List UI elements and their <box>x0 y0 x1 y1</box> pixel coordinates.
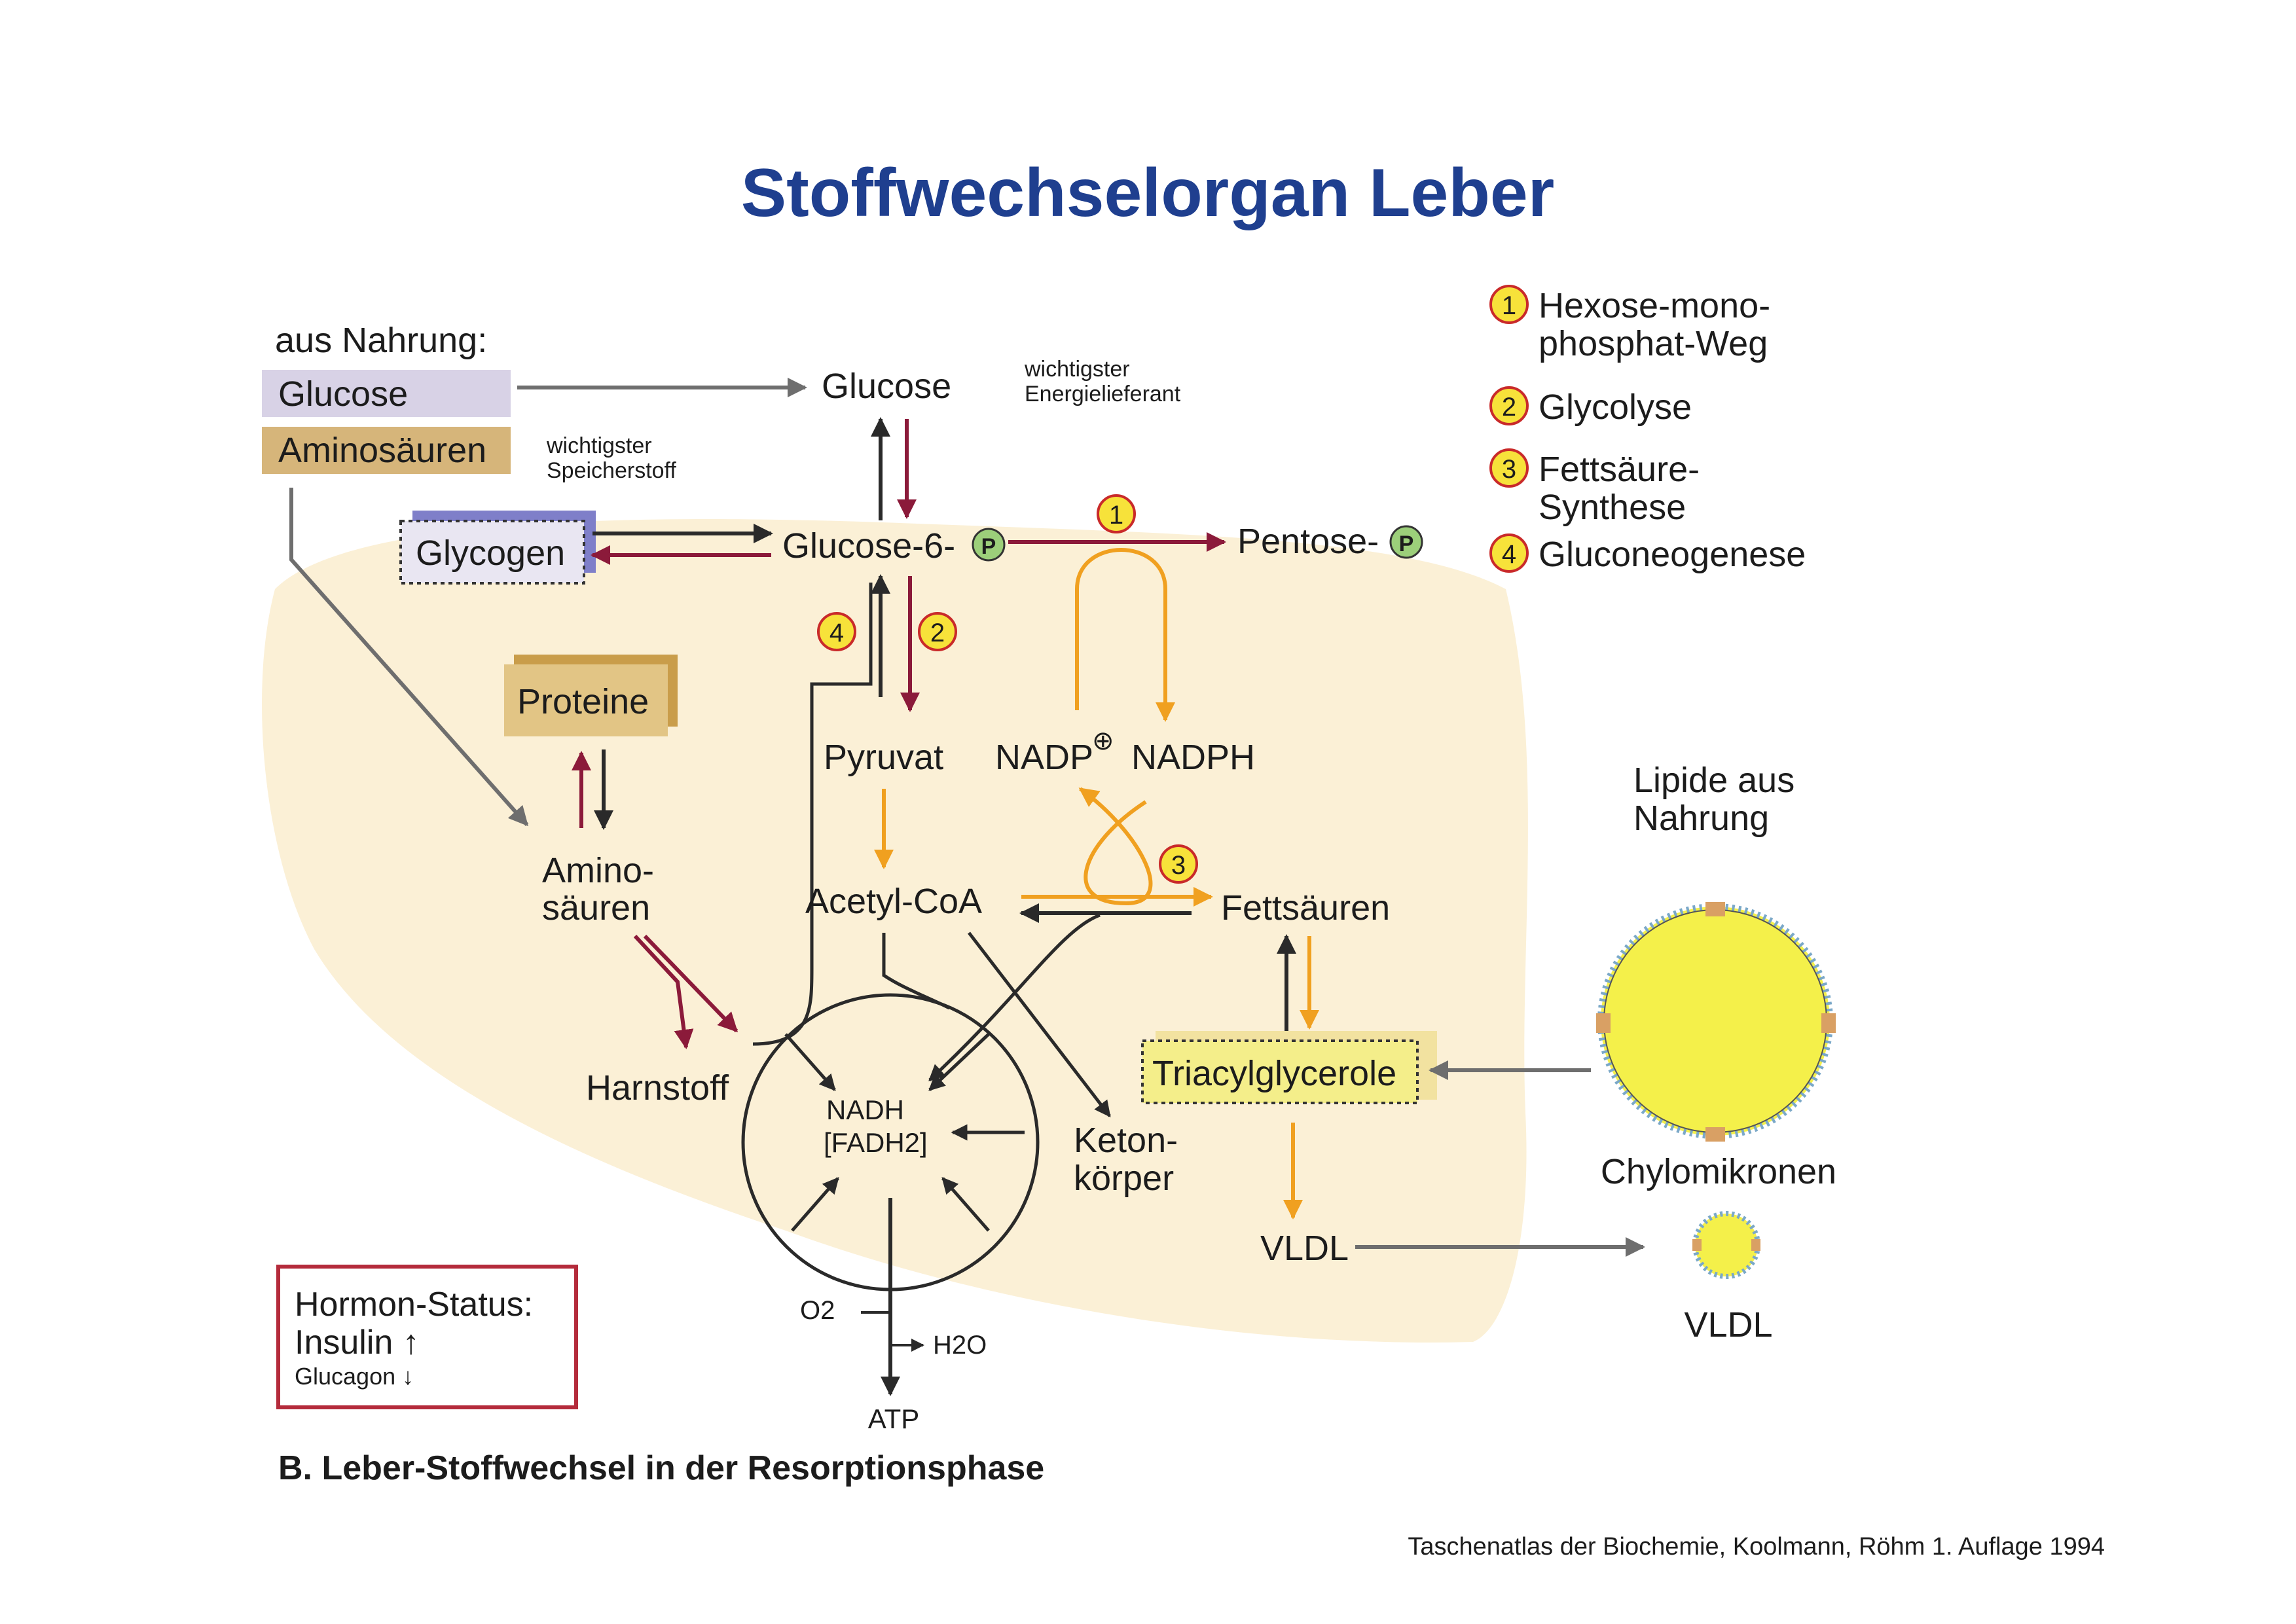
node-fettsaeuren: Fettsäuren <box>1221 888 1390 928</box>
arrow-amino-to-tca <box>643 934 738 1033</box>
legend-marker-2 <box>1489 386 1529 425</box>
legend-marker-3-label: 3 <box>1502 455 1516 484</box>
legend-marker-1 <box>1489 285 1529 324</box>
node-nadh: NADH <box>826 1094 904 1125</box>
legend-3-line-1: Fettsäure- <box>1539 450 1700 489</box>
node-glycogen: Glycogen <box>416 533 565 573</box>
node-glucose6p: Glucose-6- <box>782 526 955 566</box>
pentose-phosphate-badge <box>1389 525 1423 559</box>
vldl-protein-1 <box>1692 1239 1702 1251</box>
node-proteine: Proteine <box>517 682 649 721</box>
node-keton-2: körper <box>1074 1159 1174 1198</box>
node-vldl-liver: VLDL <box>1260 1229 1349 1268</box>
legend-marker-4-label: 4 <box>1502 540 1516 569</box>
hormone-status-box <box>276 1265 578 1409</box>
arrow-nadp-loop-down <box>1075 548 1175 722</box>
chylomicron-protein-4 <box>1821 1013 1836 1033</box>
node-atp: ATP <box>868 1403 920 1434</box>
arrow-into-nadh-bottomright <box>941 1177 990 1232</box>
from-food-heading: aus Nahrung: <box>275 321 487 360</box>
hormone-glucagon: Glucagon ↓ <box>295 1363 414 1390</box>
node-pyruvat: Pyruvat <box>824 738 943 777</box>
marker-1 <box>1097 494 1136 533</box>
arrow-into-nadh-bottomleft <box>791 1177 839 1232</box>
arrow-into-nadh-topleft <box>784 1033 836 1091</box>
legend-3-line-2: Synthese <box>1539 488 1686 527</box>
liver-shape <box>262 519 1528 1343</box>
food-glucose-label: Glucose <box>278 374 408 414</box>
energy-note-2: Energielieferant <box>1025 382 1181 406</box>
marker-2 <box>918 612 957 651</box>
node-nadph: NADPH <box>1131 738 1255 777</box>
marker-4 <box>817 612 856 651</box>
legend-marker-2-label: 2 <box>1502 393 1516 422</box>
proteine-box <box>504 664 668 736</box>
marker-1-label: 1 <box>1109 501 1123 530</box>
chylomicron-protein-1 <box>1705 902 1725 916</box>
food-glucose-box <box>262 370 511 417</box>
arrow-nadph-to-nadp <box>1078 787 1153 906</box>
node-triacyl: Triacylglycerole <box>1152 1054 1396 1093</box>
chylomicron-particle <box>1597 903 1833 1139</box>
node-pentose: Pentose- <box>1237 522 1379 561</box>
storage-note-1: wichtigster <box>546 433 652 458</box>
food-amino-label: Aminosäuren <box>278 431 486 470</box>
marker-2-label: 2 <box>930 619 945 647</box>
node-nadp-plus: ⊕ <box>1092 727 1114 755</box>
g6p-phosphate-badge <box>972 528 1006 562</box>
arrow-o2-to-h2o <box>861 1311 924 1352</box>
arrow-amino-to-harnstoff <box>633 934 694 1049</box>
legend-2-line-1: Glycolyse <box>1539 388 1692 427</box>
marker-4-label: 4 <box>829 619 844 647</box>
legend-marker-3 <box>1489 448 1529 488</box>
node-vldl-particle: VLDL <box>1684 1305 1772 1344</box>
figure-caption: B. Leber-Stoffwechsel in der Resorptions… <box>278 1449 1044 1487</box>
hormone-heading: Hormon-Status: <box>295 1286 533 1324</box>
marker-3 <box>1159 844 1198 884</box>
legend-marker-1-label: 1 <box>1502 291 1516 320</box>
node-acetyl-coa: Acetyl-CoA <box>805 882 982 921</box>
legend-4-line-1: Gluconeogenese <box>1539 535 1806 574</box>
g6p-phosphate-label: P <box>981 534 996 559</box>
node-fadh2: [FADH2] <box>824 1127 928 1158</box>
node-amino-2: säuren <box>542 888 650 928</box>
arrow-acetyl-to-keton <box>968 931 1111 1117</box>
legend-1-line-2: phosphat-Weg <box>1539 324 1768 363</box>
node-harnstoff: Harnstoff <box>586 1068 729 1108</box>
arrow-food-to-amino <box>289 488 529 827</box>
vldl-particle <box>1692 1211 1760 1279</box>
pentose-phosphate-label: P <box>1399 532 1414 556</box>
node-lipide-1: Lipide aus <box>1633 761 1795 800</box>
hormone-insulin: Insulin ↑ <box>295 1324 420 1362</box>
legend-1-line-1: Hexose-mono- <box>1539 286 1770 325</box>
arrow-fatty-to-tca <box>928 913 1101 1081</box>
source-credit: Taschenatlas der Biochemie, Koolmann, Rö… <box>1408 1533 2105 1561</box>
acetyl-into-tca <box>882 933 951 1010</box>
triacyl-box <box>1141 1039 1419 1104</box>
food-amino-box <box>262 427 511 474</box>
vldl-protein-2 <box>1751 1239 1760 1251</box>
storage-note-2: Speicherstoff <box>547 458 676 483</box>
node-glucose: Glucose <box>822 367 951 406</box>
node-o2: O2 <box>800 1296 835 1325</box>
arrow-gluconeogenesis <box>752 583 873 1046</box>
energy-note-1: wichtigster <box>1024 357 1130 382</box>
legend-marker-4 <box>1489 533 1529 573</box>
node-amino-1: Amino- <box>542 851 654 890</box>
chylomicron-protein-3 <box>1596 1013 1611 1033</box>
page-title: Stoffwechselorgan Leber <box>741 155 1554 231</box>
legend: 1 Hexose-mono- phosphat-Weg 2 Glycolyse … <box>1489 285 1806 574</box>
chylomicron-protein-2 <box>1705 1127 1725 1142</box>
node-chylomikronen: Chylomikronen <box>1601 1152 1836 1191</box>
marker-3-label: 3 <box>1171 851 1186 880</box>
glycogen-box <box>399 520 585 585</box>
node-keton-1: Keton- <box>1074 1121 1178 1160</box>
node-lipide-2: Nahrung <box>1633 799 1769 838</box>
node-h2o: H2O <box>933 1331 987 1360</box>
node-nadp: NADP <box>995 738 1093 777</box>
